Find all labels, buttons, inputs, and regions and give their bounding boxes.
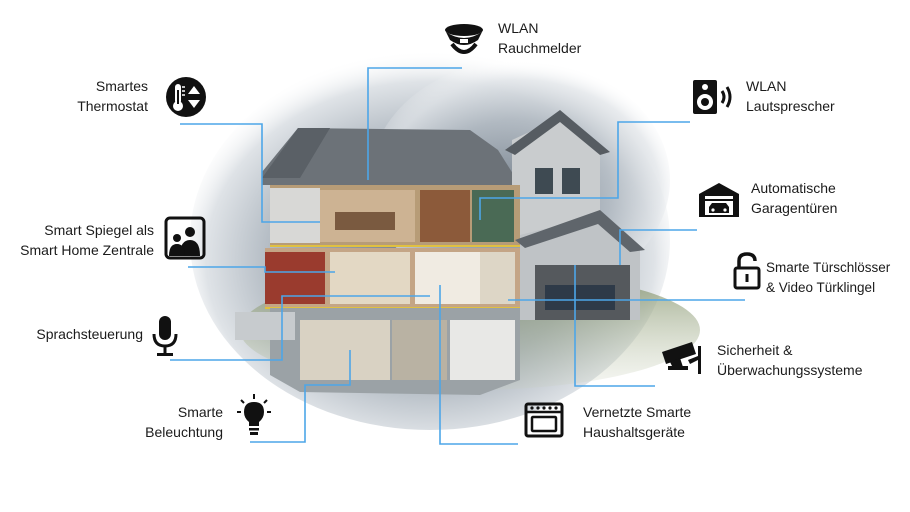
connector-garage xyxy=(619,229,697,265)
connector-appliances xyxy=(439,285,518,445)
speaker-icon xyxy=(693,80,732,114)
label-speaker: WLAN Lautsprescher xyxy=(746,76,835,116)
label-line: Smart Spiegel als xyxy=(44,222,154,238)
label-line: Automatische xyxy=(751,180,836,196)
label-lighting: Smarte Beleuchtung xyxy=(145,402,223,442)
label-line: Smarte Türschlösser xyxy=(766,260,891,275)
label-line: Lautsprescher xyxy=(746,98,835,114)
connector-lighting xyxy=(250,350,351,443)
label-line: WLAN xyxy=(746,78,787,94)
smoke-detector-icon xyxy=(445,24,483,54)
label-garage: Automatische Garagentüren xyxy=(751,178,837,218)
light-bulb-icon xyxy=(237,394,271,435)
smart-mirror-icon xyxy=(164,216,206,260)
label-line: Smarte xyxy=(177,404,223,420)
label-line: Haushaltsgeräte xyxy=(583,424,685,440)
label-smart-mirror: Smart Spiegel als Smart Home Zentrale xyxy=(20,220,154,260)
label-line: WLAN xyxy=(498,20,539,36)
house xyxy=(235,110,645,395)
label-line: Rauchmelder xyxy=(498,40,582,56)
label-lock: Smarte Türschlösser & Video Türklingel xyxy=(766,258,890,298)
thermostat-icon xyxy=(166,77,206,117)
label-security: Sicherheit & Überwachungssysteme xyxy=(717,340,863,380)
label-line: Smart Home Zentrale xyxy=(20,242,154,258)
connector-security xyxy=(574,265,655,387)
connector-mirror xyxy=(188,266,335,273)
label-voice-control: Sprachsteuerung xyxy=(36,324,143,344)
garage-icon xyxy=(699,183,739,217)
label-line: & Video Türklingel xyxy=(766,280,876,295)
label-line: Thermostat xyxy=(77,98,148,114)
label-line: Sicherheit & xyxy=(717,342,793,358)
label-thermostat: Smartes Thermostat xyxy=(77,76,148,116)
connector-voice xyxy=(170,295,430,361)
label-line: Sprachsteuerung xyxy=(36,326,143,342)
label-line: Vernetzte Smarte xyxy=(583,404,692,420)
connector-thermostat xyxy=(180,123,320,223)
connector-speaker xyxy=(479,121,690,220)
connector-smoke xyxy=(367,67,462,180)
microphone-icon xyxy=(152,316,178,356)
label-line: Überwachungssysteme xyxy=(717,362,863,378)
padlock-icon xyxy=(733,252,761,290)
label-line: Smartes xyxy=(95,78,148,94)
label-appliances: Vernetzte Smarte Haushaltsgeräte xyxy=(583,402,691,442)
label-smoke-detector: WLAN Rauchmelder xyxy=(498,18,581,58)
oven-icon xyxy=(524,402,564,438)
label-line: Garagentüren xyxy=(751,200,838,216)
security-camera-icon xyxy=(662,342,701,374)
label-line: Beleuchtung xyxy=(145,424,223,440)
